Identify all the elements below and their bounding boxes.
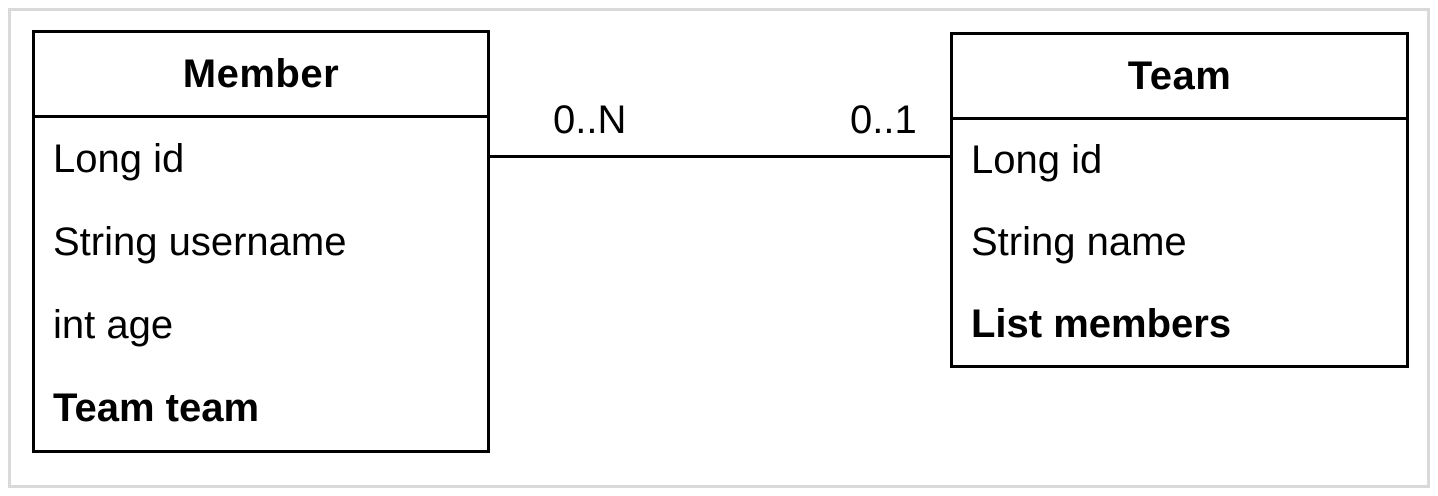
entity-team-title: Team bbox=[953, 35, 1406, 120]
entity-member-attributes: Long id String username int age Team tea… bbox=[35, 118, 487, 450]
cardinality-label-source: 0..N bbox=[553, 98, 627, 142]
entity-member-title: Member bbox=[35, 33, 487, 118]
relationship-line bbox=[490, 155, 950, 158]
cardinality-label-target: 0..1 bbox=[850, 98, 917, 142]
entity-member: Member Long id String username int age T… bbox=[32, 30, 490, 453]
attribute-member-age: int age bbox=[53, 303, 174, 347]
entity-team: Team Long id String name List members bbox=[950, 32, 1409, 368]
attribute-member-team: Team team bbox=[53, 386, 260, 430]
attribute-member-username: String username bbox=[53, 220, 347, 264]
attribute-team-id: Long id bbox=[971, 138, 1103, 183]
attribute-team-name: String name bbox=[971, 220, 1187, 264]
entity-team-attributes: Long id String name List members bbox=[953, 120, 1406, 365]
attribute-team-members: List members bbox=[971, 301, 1232, 346]
attribute-member-id: Long id bbox=[53, 137, 185, 181]
